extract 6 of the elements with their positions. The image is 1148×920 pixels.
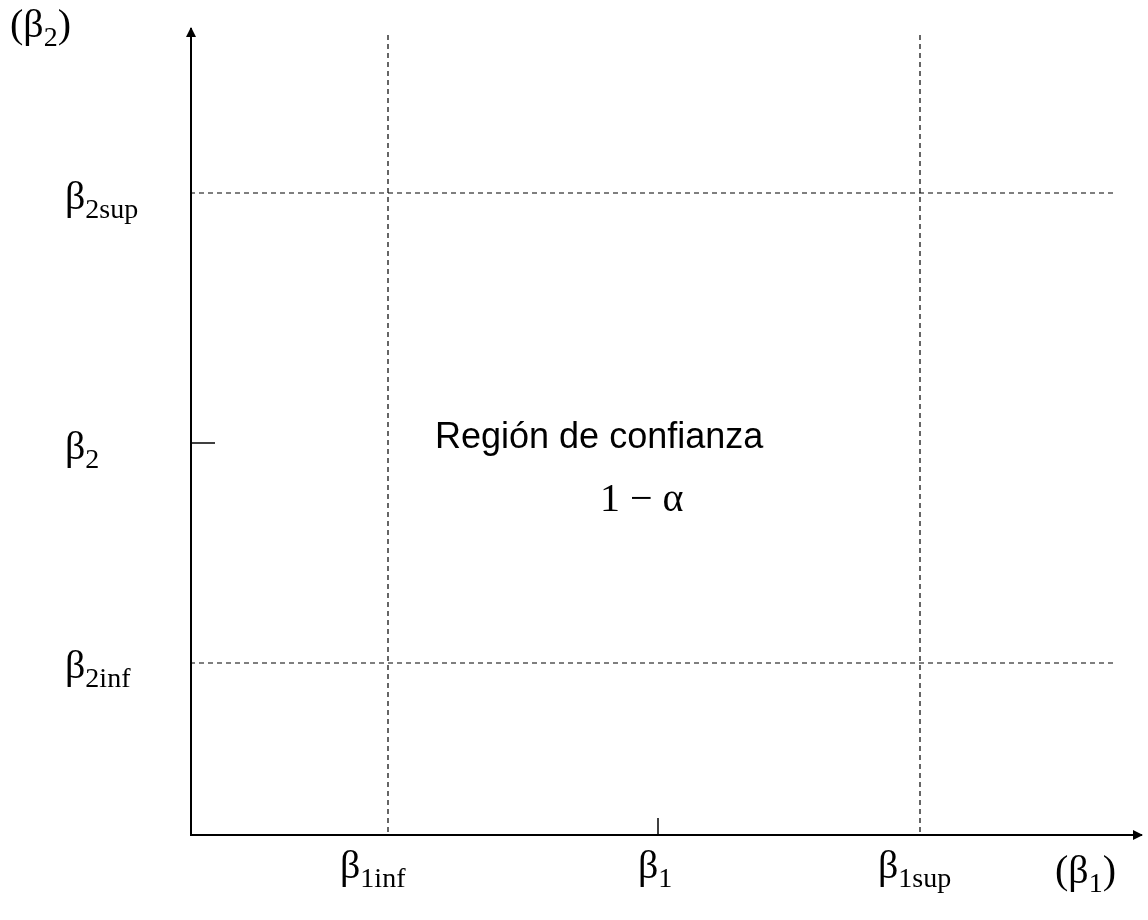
axis-label: (β$_{2}$) [10, 4, 71, 51]
region-label: 1 − α [600, 478, 684, 518]
tick-label: β$_{2}$ [65, 426, 100, 473]
region-label: Región de confianza [435, 418, 764, 454]
axis-label: (β$_{1}$) [1055, 850, 1116, 897]
tick-label: β$_{1}$ [638, 845, 673, 892]
